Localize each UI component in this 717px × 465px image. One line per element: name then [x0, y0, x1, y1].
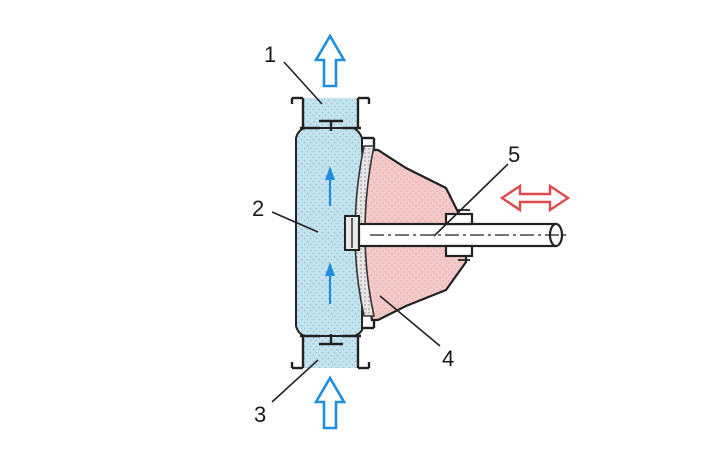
outlet-pipe	[290, 96, 371, 128]
leader-lines	[271, 61, 509, 403]
callout-1: 1	[264, 42, 276, 67]
callout-2: 2	[252, 196, 264, 221]
callout-5: 5	[508, 142, 520, 167]
rod-bushing	[444, 212, 474, 258]
piston-rod	[357, 222, 566, 248]
callout-3: 3	[254, 402, 266, 427]
flow-arrow-lower	[325, 262, 335, 304]
inlet-pipe	[290, 336, 371, 370]
leader-4	[379, 295, 441, 347]
outlet-check-valve	[300, 119, 361, 131]
leader-2	[271, 211, 319, 233]
flow-arrow-upper	[325, 166, 335, 206]
stroke-motion-arrow-icon	[499, 183, 571, 213]
leader-3	[271, 359, 319, 403]
inlet-arrow-icon	[313, 375, 347, 430]
inlet-check-valve	[300, 334, 361, 346]
outlet-arrow-icon	[313, 33, 347, 88]
leader-1	[283, 61, 323, 105]
leader-5	[433, 163, 509, 237]
callout-4: 4	[442, 346, 454, 371]
